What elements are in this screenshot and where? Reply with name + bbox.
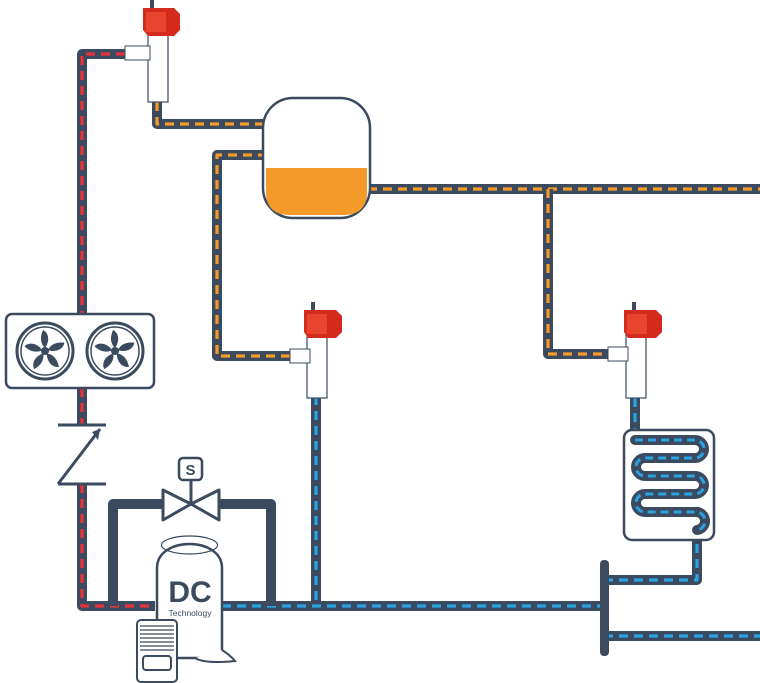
right-expansion-valve — [607, 302, 662, 399]
check-valve-icon — [56, 423, 106, 486]
compressor-brand: DC — [168, 576, 211, 609]
left-expansion-valve — [289, 302, 342, 399]
liquid-line — [152, 102, 760, 361]
solenoid-valve-icon: S — [161, 456, 221, 522]
evaporator-coil-icon — [622, 428, 716, 542]
terminal-box-icon — [136, 619, 178, 683]
suction-line — [222, 396, 760, 641]
suction-header — [600, 560, 609, 656]
high-pressure-flow — [80, 52, 125, 314]
solenoid-label: S — [185, 462, 195, 479]
compressor-icon: DC Technology — [136, 535, 237, 683]
high-pressure-line — [77, 49, 155, 611]
condenser-unit — [4, 312, 156, 390]
hot-gas-bypass-line — [108, 499, 276, 606]
receiver-tank-icon — [261, 96, 372, 220]
compressor-subtitle: Technology — [168, 608, 212, 618]
fan-icon — [85, 321, 145, 381]
top-expansion-valve — [124, 0, 180, 103]
fan-icon — [15, 321, 75, 381]
